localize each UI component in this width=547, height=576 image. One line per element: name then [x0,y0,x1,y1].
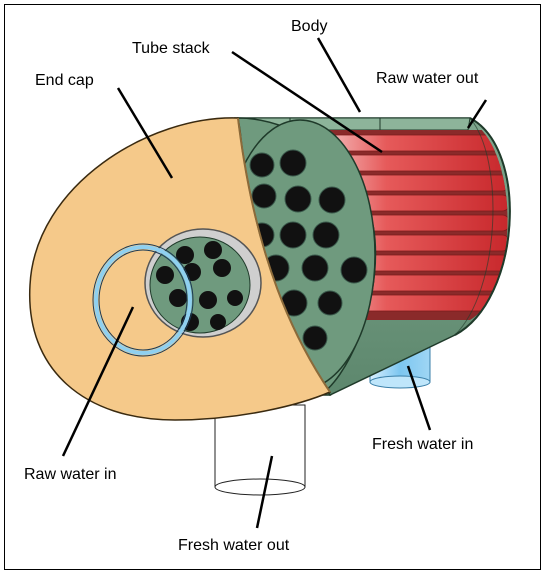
raw-water-out-label: Raw water out [376,70,478,88]
body-label: Body [291,18,327,36]
body-leader [318,38,360,112]
fresh-water-out-label: Fresh water out [178,537,289,555]
tube-stack-label: Tube stack [132,40,210,58]
raw-water-in-label: Raw water in [24,466,116,484]
inner-tube-sheet [145,229,261,337]
fresh-water-out-pipe [215,405,305,495]
fresh-water-in-label: Fresh water in [372,436,473,454]
end-cap-label: End cap [35,72,94,90]
